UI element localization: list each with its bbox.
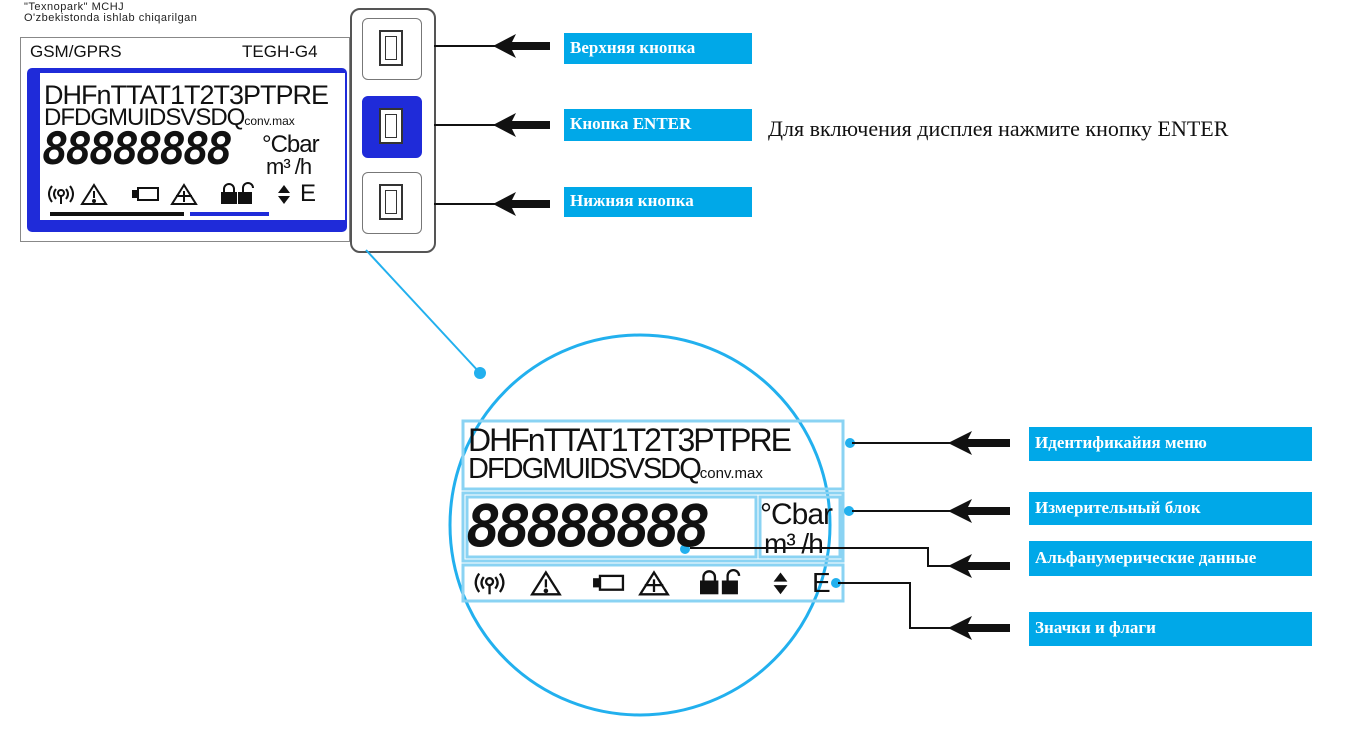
maker-line-2: O'zbekistonda ishlab chiqarilgan: [24, 12, 198, 24]
lcd-menu-row-2: DFDGMUIDSVSDQconv.max: [44, 106, 295, 133]
lcd-unit-bottom: m³ /h: [266, 154, 312, 179]
zoom-menu-sub: conv.max: [699, 465, 763, 482]
callout-measure-block: Измерительный блок: [1029, 492, 1312, 525]
callout-alnum-data: Альфанумерические данные: [1029, 541, 1312, 576]
up-down-arrow-icon: [278, 185, 290, 204]
gsm-label: GSM/GPRS: [30, 42, 122, 61]
enter-button[interactable]: [362, 96, 422, 158]
top-button-key: [379, 30, 403, 66]
zoom-unit-top: °Cbar: [760, 498, 833, 531]
lock-open-icon: [238, 182, 254, 204]
zoom-alarm-triangle-icon: [638, 570, 670, 596]
manufacturer-text: "Texnopark" MCHJ O'zbekistonda ishlab ch…: [24, 2, 197, 24]
zoom-digit-box: [465, 495, 758, 559]
button-arrows: [493, 34, 550, 216]
lcd-flag-e: E: [300, 180, 316, 207]
zoom-lock-open-icon: [721, 569, 741, 595]
lcd-icons-row: [48, 182, 290, 216]
zoom-menu-box: [461, 419, 845, 491]
zoom-circle: [448, 333, 832, 717]
zoom-connector: [365, 249, 481, 374]
zoom-lock-closed-icon: [700, 570, 719, 595]
bottom-button-key: [379, 184, 403, 220]
zoom-flag-e: E: [812, 567, 831, 598]
warning-icon: [80, 183, 108, 205]
maker-line-1: "Texnopark" MCHJ: [24, 1, 125, 13]
zoom-antenna-icon: [474, 572, 505, 595]
zoom-menu-row-2: DFDGMUIDSVSDQconv.max: [468, 454, 763, 489]
model-label: TEGH-G4: [242, 42, 318, 61]
meter-header: GSM/GPRS TEGH-G4: [30, 42, 350, 62]
lcd-menu-sub: conv.max: [244, 114, 295, 128]
battery-icon: [132, 187, 159, 201]
callout-lines: [690, 442, 960, 629]
lcd-menu-row-1: DHFnTTAT1T2T3PTPRE: [44, 80, 329, 110]
bottom-button[interactable]: [362, 172, 422, 234]
zoom-menu-row-1: DHFnTTAT1T2T3PTPRE: [468, 422, 792, 458]
label-enter-button: Кнопка ENTER: [564, 109, 752, 141]
zoom-menu-codes: DFDGMUIDSVSDQ: [468, 453, 702, 485]
callout-icons-flags: Значки и флаги: [1029, 612, 1312, 646]
zoom-battery-icon: [593, 574, 625, 591]
lcd-menu-codes: DFDGMUIDSVSDQ: [44, 104, 245, 131]
lcd-screen: [40, 73, 345, 220]
lock-closed-icon: [221, 183, 237, 204]
lcd-unit-top: °Cbar: [262, 131, 320, 158]
enter-button-key: [379, 108, 403, 144]
enter-instruction: Для включения дисплея нажмите кнопку ENT…: [768, 116, 1229, 141]
top-button[interactable]: [362, 18, 422, 80]
lcd-digits: 88888888: [42, 124, 233, 175]
antenna-icon: [48, 185, 74, 204]
callout-menu-id: Идентификайия меню: [1029, 427, 1312, 461]
zoom-digits: 88888888: [466, 492, 710, 560]
zoom-measure-box: [461, 491, 845, 563]
zoom-warning-icon: [530, 570, 562, 596]
alarm-triangle-icon: [170, 183, 198, 205]
zoom-up-down-arrow-icon: [773, 572, 788, 595]
button-pointer-lines: [434, 45, 500, 205]
callout-arrows: [948, 431, 1010, 640]
zoom-dot: [474, 367, 486, 379]
zoom-unit-box: [758, 495, 842, 559]
label-top-button: Верхняя кнопка: [564, 33, 752, 64]
label-bottom-button: Нижняя кнопка: [564, 187, 752, 217]
zoom-unit-bottom: m³ /h: [764, 528, 824, 559]
